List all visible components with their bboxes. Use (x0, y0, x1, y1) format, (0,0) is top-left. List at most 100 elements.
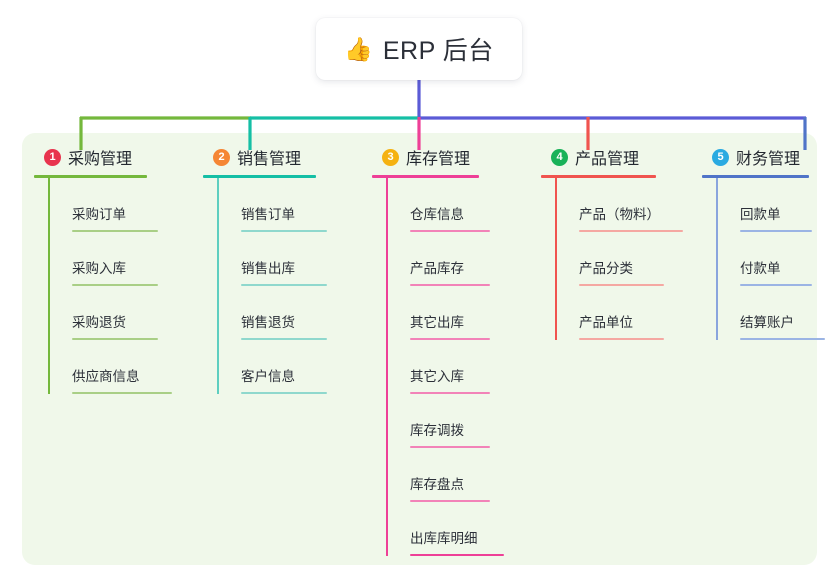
branch-column-1: 1 采购管理 采购订单 采购入库 采购退货 供应商信息 (34, 144, 184, 394)
branch-items-2: 销售订单 销售出库 销售退货 客户信息 (203, 178, 353, 394)
branch-header-5[interactable]: 5 财务管理 (702, 144, 839, 170)
item-rule (579, 284, 664, 286)
item-rule (410, 500, 490, 502)
list-item[interactable]: 回款单 (716, 178, 839, 232)
branch-spine-4 (555, 178, 557, 340)
list-item[interactable]: 客户信息 (217, 340, 353, 394)
list-item[interactable]: 仓库信息 (386, 178, 522, 232)
item-label: 采购退货 (72, 315, 126, 331)
item-rule (241, 284, 327, 286)
item-label: 库存盘点 (410, 477, 464, 493)
item-rule (410, 392, 490, 394)
list-item[interactable]: 产品（物料） (555, 178, 701, 232)
item-label: 产品（物料） (579, 207, 660, 223)
item-rule (579, 338, 664, 340)
branch-header-2[interactable]: 2 销售管理 (203, 144, 353, 170)
list-item[interactable]: 其它出库 (386, 286, 522, 340)
list-item[interactable]: 结算账户 (716, 286, 839, 340)
item-rule (410, 230, 490, 232)
item-rule (72, 284, 158, 286)
root-node[interactable]: 👍 ERP 后台 (316, 18, 522, 80)
branch-column-5: 5 财务管理 回款单 付款单 结算账户 (702, 144, 839, 340)
branch-column-3: 3 库存管理 仓库信息 产品库存 其它出库 其它入库 库存调拨 (372, 144, 522, 556)
branch-title-1: 采购管理 (68, 151, 133, 168)
list-item[interactable]: 产品分类 (555, 232, 701, 286)
item-rule (410, 338, 490, 340)
diagram-background-panel (22, 133, 817, 565)
branch-badge-4: 4 (551, 148, 568, 166)
branch-items-4: 产品（物料） 产品分类 产品单位 (541, 178, 701, 340)
branch-badge-5: 5 (712, 148, 729, 166)
list-item[interactable]: 库存调拨 (386, 394, 522, 448)
branch-header-3[interactable]: 3 库存管理 (372, 144, 522, 170)
branch-spine-1 (48, 178, 50, 394)
item-label: 出库库明细 (410, 531, 478, 547)
list-item[interactable]: 采购订单 (48, 178, 184, 232)
item-rule (740, 284, 812, 286)
branch-rule-1 (34, 175, 147, 178)
item-label: 采购订单 (72, 207, 126, 223)
branch-spine-5 (716, 178, 718, 340)
thumbs-up-icon: 👍 (344, 35, 373, 62)
list-item[interactable]: 库存盘点 (386, 448, 522, 502)
item-label: 采购入库 (72, 261, 126, 277)
branch-items-1: 采购订单 采购入库 采购退货 供应商信息 (34, 178, 184, 394)
item-label: 销售出库 (241, 261, 295, 277)
item-label: 其它入库 (410, 369, 464, 385)
list-item[interactable]: 销售出库 (217, 232, 353, 286)
item-rule (241, 338, 327, 340)
branch-column-4: 4 产品管理 产品（物料） 产品分类 产品单位 (541, 144, 701, 340)
item-label: 供应商信息 (72, 369, 140, 385)
branch-rule-3 (372, 175, 479, 178)
item-label: 销售订单 (241, 207, 295, 223)
list-item[interactable]: 出库库明细 (386, 502, 522, 556)
list-item[interactable]: 产品库存 (386, 232, 522, 286)
branch-rule-4 (541, 175, 656, 178)
item-label: 结算账户 (740, 315, 794, 331)
item-rule (740, 230, 812, 232)
list-item[interactable]: 产品单位 (555, 286, 701, 340)
list-item[interactable]: 付款单 (716, 232, 839, 286)
list-item[interactable]: 销售退货 (217, 286, 353, 340)
list-item[interactable]: 供应商信息 (48, 340, 184, 394)
branch-rule-5 (702, 175, 809, 178)
branch-title-4: 产品管理 (575, 151, 640, 168)
root-title: ERP 后台 (382, 37, 494, 65)
branch-title-5: 财务管理 (736, 151, 801, 168)
branch-badge-1: 1 (44, 148, 61, 166)
item-rule (72, 338, 158, 340)
branch-badge-2: 2 (213, 148, 230, 166)
branch-items-3: 仓库信息 产品库存 其它出库 其它入库 库存调拨 库存盘点 (372, 178, 522, 556)
item-label: 其它出库 (410, 315, 464, 331)
item-rule (579, 230, 683, 232)
branch-spine-2 (217, 178, 219, 394)
item-rule (410, 446, 490, 448)
item-rule (72, 392, 172, 394)
branch-rule-2 (203, 175, 316, 178)
list-item[interactable]: 其它入库 (386, 340, 522, 394)
item-label: 产品分类 (579, 261, 633, 277)
branch-title-3: 库存管理 (406, 151, 471, 168)
branch-header-4[interactable]: 4 产品管理 (541, 144, 701, 170)
branch-title-2: 销售管理 (237, 151, 302, 168)
item-label: 库存调拨 (410, 423, 464, 439)
item-label: 产品库存 (410, 261, 464, 277)
item-rule (410, 284, 490, 286)
item-label: 客户信息 (241, 369, 295, 385)
item-rule (740, 338, 825, 340)
list-item[interactable]: 销售订单 (217, 178, 353, 232)
branch-header-1[interactable]: 1 采购管理 (34, 144, 184, 170)
item-label: 回款单 (740, 207, 781, 223)
item-rule (241, 230, 327, 232)
list-item[interactable]: 采购入库 (48, 232, 184, 286)
item-rule (72, 230, 158, 232)
item-rule (410, 554, 504, 556)
item-label: 销售退货 (241, 315, 295, 331)
list-item[interactable]: 采购退货 (48, 286, 184, 340)
branch-spine-3 (386, 178, 388, 556)
item-label: 付款单 (740, 261, 781, 277)
item-rule (241, 392, 327, 394)
branch-column-2: 2 销售管理 销售订单 销售出库 销售退货 客户信息 (203, 144, 353, 394)
item-label: 仓库信息 (410, 207, 464, 223)
